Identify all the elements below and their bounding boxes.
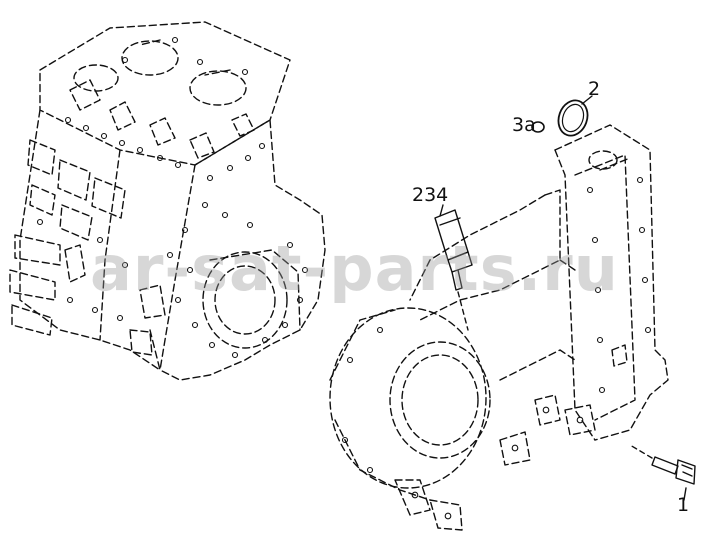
part-label-2: 2 (588, 78, 601, 100)
gear-housing (329, 124, 669, 531)
o-ring-2-leader-line (581, 95, 593, 105)
engine-block (9, 21, 326, 381)
ring-part-3a (531, 121, 545, 133)
o-ring-part-2 (557, 99, 589, 137)
sensor-234-install-path (457, 291, 469, 331)
bolt-1-leader-line (683, 487, 687, 501)
watermark-text: ar-sat-parts.ru (90, 232, 619, 305)
sensor-234-leader-line (439, 204, 444, 217)
bolt-1-install-path (629, 444, 653, 459)
part-label-234: 234 (412, 184, 449, 206)
gear-housing-holes (341, 176, 652, 520)
engine-block-holes (36, 36, 309, 359)
sensor-part-234 (434, 209, 473, 291)
part-label-3a: 3a (512, 114, 536, 136)
bolt-part-1 (651, 456, 696, 485)
part-label-1: 1 (677, 494, 690, 516)
